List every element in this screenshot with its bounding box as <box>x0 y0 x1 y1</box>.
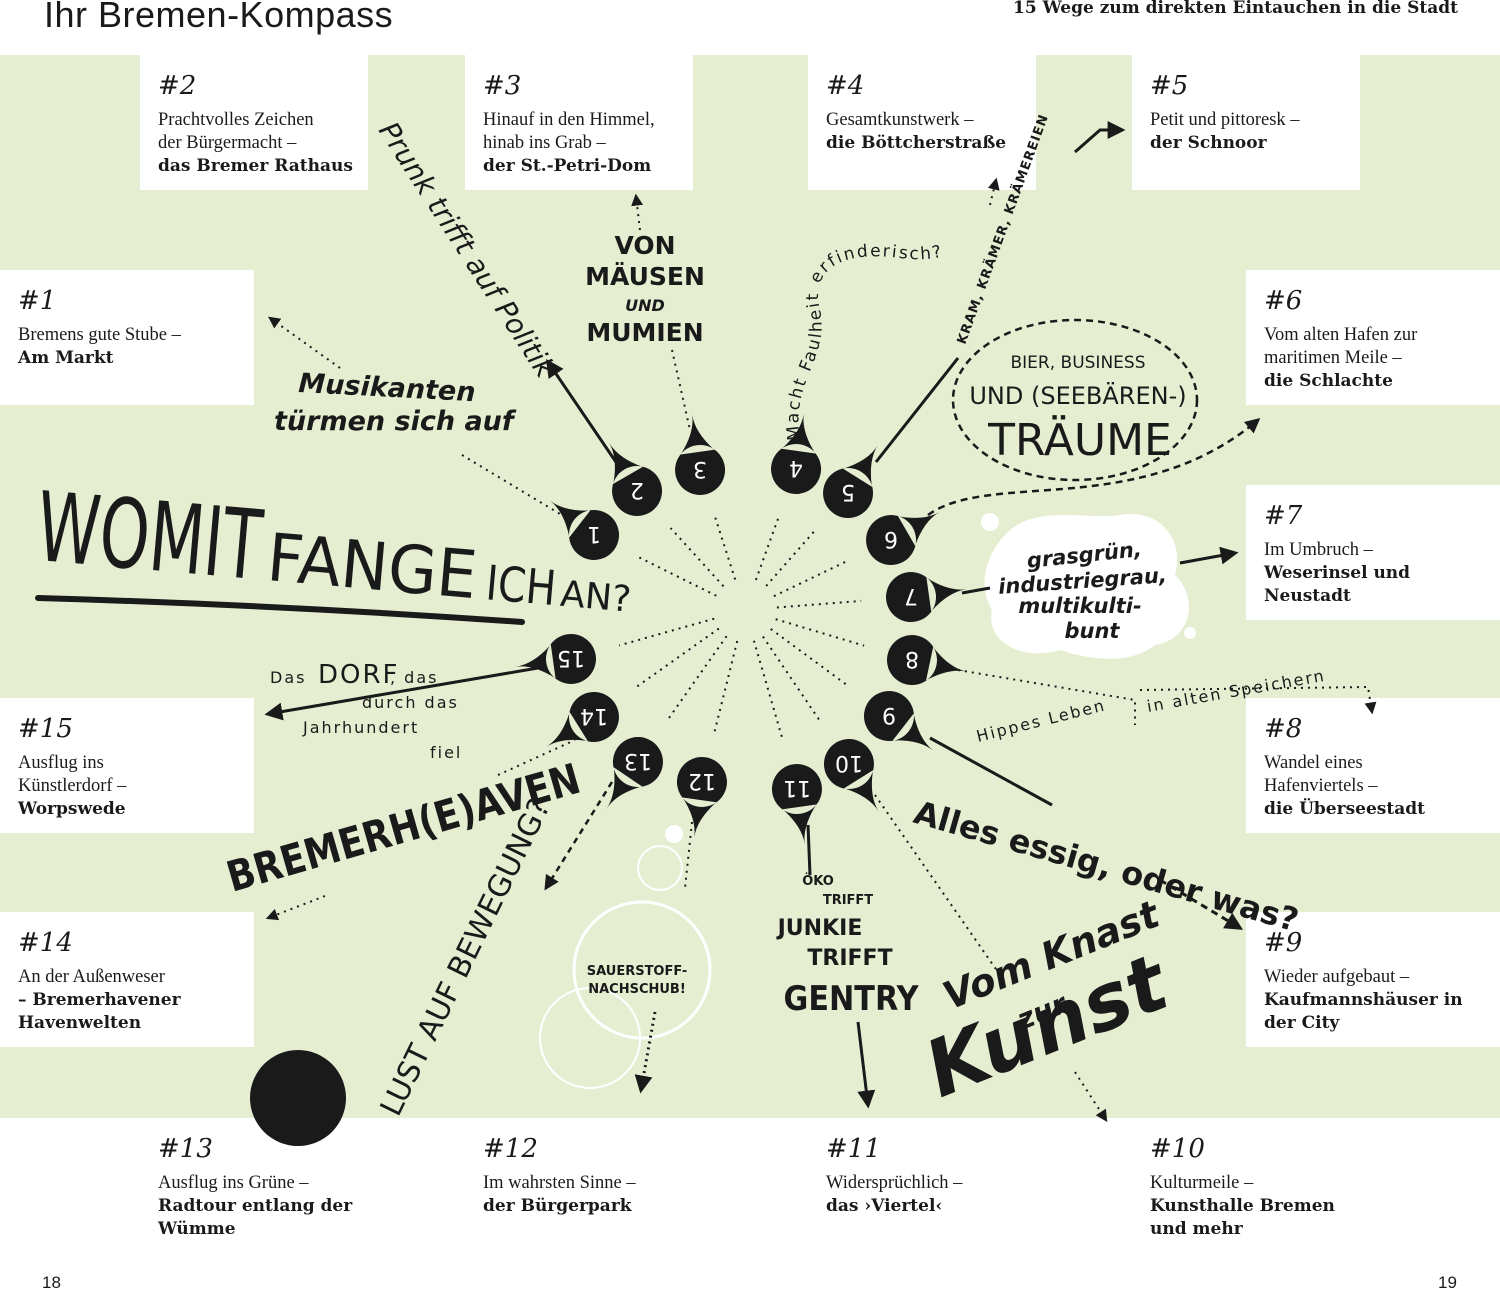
card-15[interactable]: #15 Ausflug ins Künstlerdorf – Worpswede <box>0 698 254 833</box>
card-number: #13 <box>158 1134 213 1164</box>
card-text: Im Umbruch – <box>1264 540 1373 560</box>
card-number: #12 <box>483 1134 538 1164</box>
card-number: #14 <box>18 928 73 958</box>
card-text: Wandel eines <box>1264 753 1363 773</box>
card-number: #9 <box>1264 928 1303 958</box>
card-12[interactable]: #12 Im wahrsten Sinne – der Bürgerpark <box>465 1118 693 1253</box>
card-11[interactable]: #11 Widersprüchlich – das ›Viertel‹ <box>808 1118 1036 1253</box>
card-text: Petit und pittoresk – <box>1150 110 1300 130</box>
card-destination: der Bürgerpark <box>483 1196 632 1216</box>
card-number: #8 <box>1264 714 1303 744</box>
card-text: Gesamtkunstwerk – <box>826 110 974 130</box>
card-destination: Wümme <box>158 1219 236 1239</box>
card-text: An der Außenweser <box>18 967 165 987</box>
card-number: #10 <box>1150 1134 1205 1164</box>
card-text: Im wahrsten Sinne – <box>483 1173 636 1193</box>
card-destination: die Schlachte <box>1264 371 1393 391</box>
page-number-right: 19 <box>1438 1273 1457 1292</box>
card-6[interactable]: #6 Vom alten Hafen zur maritimen Meile –… <box>1246 270 1500 405</box>
page-title: Ihr Bremen-Kompass <box>44 0 394 35</box>
card-destination: Neustadt <box>1264 586 1351 606</box>
card-text: hinab ins Grab – <box>483 133 606 153</box>
card-text: Hafenviertels – <box>1264 776 1378 796</box>
card-text: maritimen Meile – <box>1264 348 1402 368</box>
card-2[interactable]: #2 Prachtvolles Zeichen der Bürgermacht … <box>140 55 368 190</box>
card-text: der Bürgermacht – <box>158 133 297 153</box>
card-number: #3 <box>483 71 522 101</box>
card-text: Hinauf in den Himmel, <box>483 110 655 130</box>
card-10[interactable]: #10 Kulturmeile – Kunsthalle Bremen und … <box>1132 1118 1360 1253</box>
card-number: #4 <box>826 71 865 101</box>
card-text: Bremens gute Stube – <box>18 325 181 345</box>
card-5[interactable]: #5 Petit und pittoresk – der Schnoor <box>1132 55 1360 190</box>
card-number: #11 <box>826 1134 881 1164</box>
card-13[interactable]: #13 Ausflug ins Grüne – Radtour entlang … <box>140 1118 368 1253</box>
card-text: Widersprüchlich – <box>826 1173 963 1193</box>
card-text: Kulturmeile – <box>1150 1173 1254 1193</box>
page-number-left: 18 <box>42 1273 61 1292</box>
card-destination: das ›Viertel‹ <box>826 1196 943 1216</box>
page-subtitle: 15 Wege zum direkten Eintauchen in die S… <box>1013 0 1458 18</box>
card-text: Prachtvolles Zeichen <box>158 110 314 130</box>
card-destination: und mehr <box>1150 1219 1243 1239</box>
card-destination: Am Markt <box>18 348 114 368</box>
card-number: #15 <box>18 714 73 744</box>
card-text: Wieder aufgebaut – <box>1264 967 1410 987</box>
card-number: #2 <box>158 71 197 101</box>
card-destination: – Bremerhavener <box>18 990 181 1010</box>
card-destination: Worpswede <box>18 799 126 819</box>
card-14[interactable]: #14 An der Außenweser – Bremerhavener Ha… <box>0 912 254 1047</box>
card-destination: der St.-Petri-Dom <box>483 156 652 176</box>
card-4[interactable]: #4 Gesamtkunstwerk – die Böttcherstraße <box>808 55 1036 190</box>
card-text: Ausflug ins Grüne – <box>158 1173 309 1193</box>
card-destination: der City <box>1264 1013 1340 1033</box>
card-destination: Kunsthalle Bremen <box>1150 1196 1335 1216</box>
card-text: Ausflug ins <box>18 753 104 773</box>
card-8[interactable]: #8 Wandel eines Hafenviertels – die Über… <box>1246 698 1500 833</box>
card-destination: der Schnoor <box>1150 133 1267 153</box>
card-3[interactable]: #3 Hinauf in den Himmel, hinab ins Grab … <box>465 55 693 190</box>
card-destination: die Überseestadt <box>1264 799 1425 819</box>
card-destination: Radtour entlang der <box>158 1196 353 1216</box>
card-destination: das Bremer Rathaus <box>158 156 353 176</box>
card-number: #7 <box>1264 501 1303 531</box>
card-text: Vom alten Hafen zur <box>1264 325 1418 345</box>
card-number: #5 <box>1150 71 1189 101</box>
card-destination: Weserinsel und <box>1264 563 1411 583</box>
card-destination: Kaufmannshäuser in <box>1264 990 1463 1010</box>
card-number: #1 <box>18 286 57 316</box>
card-destination: die Böttcherstraße <box>826 133 1007 153</box>
card-9[interactable]: #9 Wieder aufgebaut – Kaufmannshäuser in… <box>1246 912 1500 1047</box>
card-1[interactable]: #1 Bremens gute Stube – Am Markt <box>0 270 254 405</box>
card-7[interactable]: #7 Im Umbruch – Weserinsel und Neustadt <box>1246 485 1500 620</box>
card-text: Künstlerdorf – <box>18 776 127 796</box>
card-number: #6 <box>1264 286 1303 316</box>
card-destination: Havenwelten <box>18 1013 142 1033</box>
